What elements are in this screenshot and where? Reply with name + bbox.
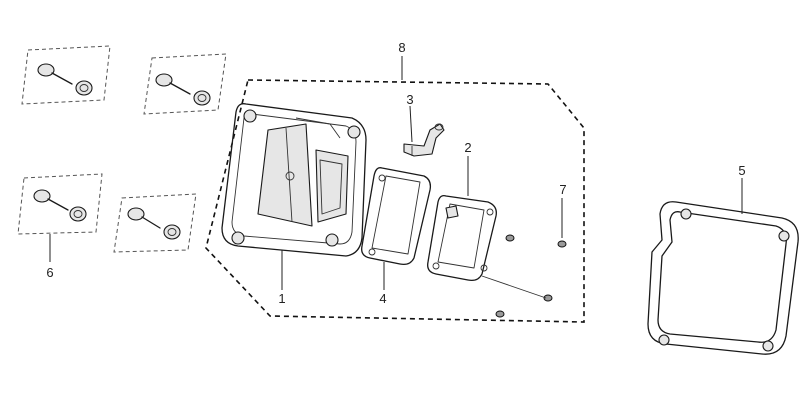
gasket-hole bbox=[778, 230, 790, 242]
bolt-kit-frame bbox=[21, 45, 111, 105]
bolt-shank bbox=[141, 216, 161, 229]
bolt-shank bbox=[51, 72, 73, 85]
bolt-kit-bottom-right bbox=[113, 193, 197, 253]
callout-1: 1 bbox=[278, 291, 285, 306]
washer bbox=[75, 80, 93, 96]
callout-7: 7 bbox=[559, 182, 566, 197]
assembly-boundary bbox=[205, 79, 585, 323]
separator-plate bbox=[427, 194, 497, 282]
small-bolts bbox=[481, 234, 567, 318]
callout-4: 4 bbox=[379, 291, 386, 306]
breather-elbow bbox=[403, 123, 445, 157]
bolt-head bbox=[155, 73, 173, 87]
bolt-head bbox=[37, 63, 55, 77]
gasket-plate bbox=[361, 167, 432, 266]
cover-gasket bbox=[647, 201, 799, 355]
washer bbox=[69, 206, 87, 222]
bolt-kit-frame bbox=[17, 173, 103, 235]
callout-6: 6 bbox=[46, 265, 53, 280]
bolt-kit-bottom-left bbox=[17, 173, 103, 235]
cylinder-head-cover bbox=[221, 103, 367, 257]
callout-3: 3 bbox=[406, 92, 413, 107]
callout-2: 2 bbox=[464, 140, 471, 155]
bolt-hole bbox=[325, 233, 339, 247]
bolt-head bbox=[127, 207, 145, 221]
bolt-head bbox=[33, 189, 51, 203]
bolt-kit-frame bbox=[143, 53, 227, 115]
gasket-hole bbox=[658, 334, 670, 346]
bolt-shank bbox=[169, 82, 191, 95]
bolt-kit-top-left bbox=[21, 45, 111, 105]
gasket-hole bbox=[680, 208, 692, 220]
washer bbox=[163, 224, 181, 240]
bolt-kit-top-right bbox=[143, 53, 227, 115]
bolt-hole bbox=[347, 125, 361, 139]
bolt-kit-frame bbox=[113, 193, 197, 253]
bolt-hole bbox=[243, 109, 257, 123]
bolt-hole bbox=[231, 231, 245, 245]
callout-8: 8 bbox=[398, 40, 405, 55]
washer bbox=[193, 90, 211, 106]
gasket-hole bbox=[762, 340, 774, 352]
leader-lines bbox=[49, 56, 743, 290]
callout-5: 5 bbox=[738, 163, 745, 178]
bolt-shank bbox=[47, 198, 69, 211]
